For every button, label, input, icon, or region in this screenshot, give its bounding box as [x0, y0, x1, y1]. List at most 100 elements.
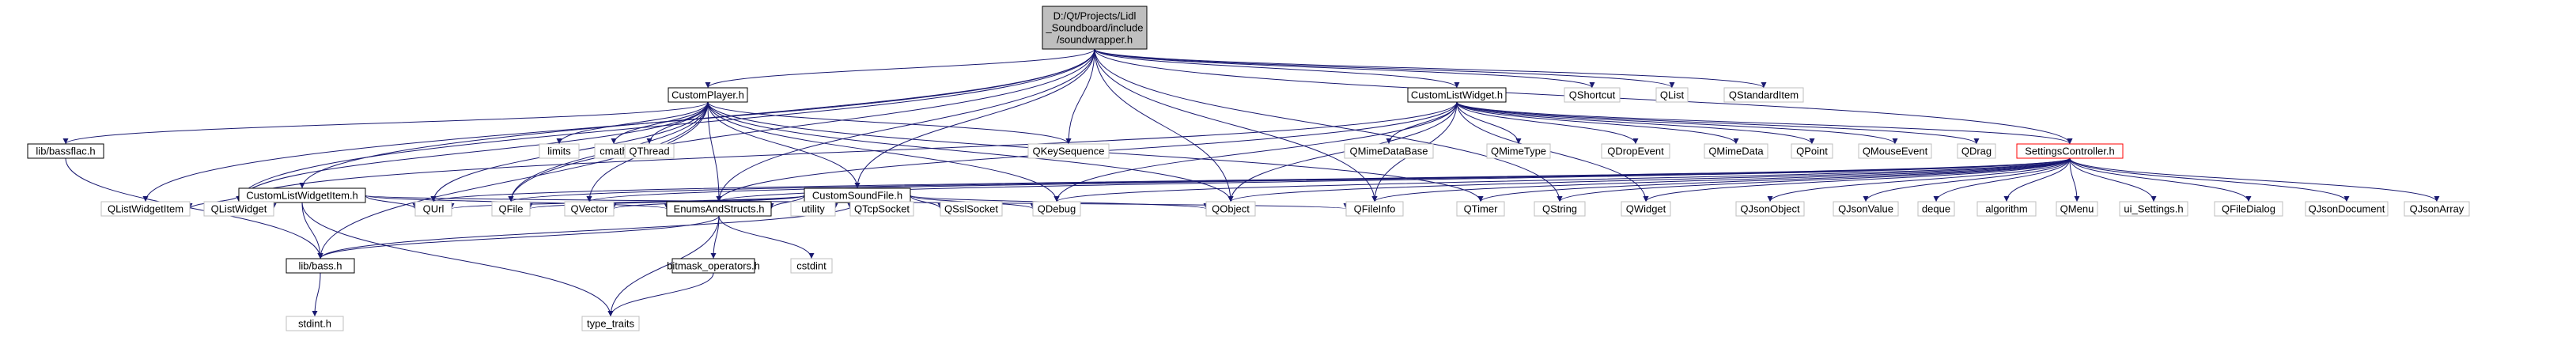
edge-root-to-qfile — [508, 48, 1095, 202]
edge-clw-to-qdropevent — [1456, 101, 1639, 145]
edge-settings-to-enums — [716, 157, 2071, 202]
node-box-qthread — [624, 143, 675, 159]
edge-settings-to-algorithm — [2003, 157, 2071, 202]
node-qstditem: QStandardItem — [1723, 87, 1804, 103]
node-box-qmimedata — [1704, 143, 1768, 159]
node-box-qmouseevent — [1858, 143, 1932, 159]
node-label-qjsonobject-0: QJsonObject — [1740, 203, 1800, 215]
node-box-uisettings — [2119, 201, 2188, 217]
node-box-qkeyseq — [1027, 143, 1110, 159]
node-clwi[interactable]: CustomListWidgetItem.h — [238, 187, 366, 203]
node-box-root — [1042, 6, 1148, 50]
node-deque: deque — [1917, 201, 1955, 217]
node-label-qstring-0: QString — [1542, 203, 1577, 215]
node-label-qmimetype-0: QMimeType — [1491, 146, 1546, 157]
edge-settings-to-qtimer — [1477, 157, 2071, 202]
node-qsslsocket: QSslSocket — [940, 201, 1003, 217]
node-qwidget: QWidget — [1621, 201, 1671, 217]
node-uisettings: ui_Settings.h — [2119, 201, 2188, 217]
edge-settings-to-qwidget — [1643, 157, 2071, 202]
node-root[interactable]: D:/Qt/Projects/Lidl_Soundboard/include/s… — [1042, 6, 1148, 50]
node-label-bass-0: lib/bass.h — [299, 260, 342, 272]
node-box-qlistwidget — [203, 201, 274, 217]
node-box-bassflac — [27, 143, 104, 159]
node-label-qdebug-0: QDebug — [1038, 203, 1076, 215]
edge-bassflac-to-bass — [65, 157, 323, 259]
node-cmath: cmath — [594, 143, 634, 159]
node-qlistwidgetitem: QListWidgetItem — [100, 201, 191, 217]
node-label-enums-0: EnumsAndStructs.h — [674, 203, 765, 215]
node-box-qwidget — [1621, 201, 1671, 217]
node-box-qtimer — [1456, 201, 1505, 217]
node-label-qlistwidgetitem-0: QListWidgetItem — [108, 203, 183, 215]
edge-settings-to-qurl — [431, 157, 2071, 202]
edge-settings-to-qjsondocument — [2069, 157, 2350, 202]
edge-player-to-limits — [556, 101, 709, 145]
node-typetraits: type_traits — [581, 316, 640, 331]
edge-clwi-to-bass — [301, 202, 323, 259]
edge-clw-to-qdrag — [1456, 101, 1980, 145]
node-box-qshortcut — [1564, 87, 1621, 103]
edge-settings-to-qvector — [586, 157, 2071, 202]
node-qdrag: QDrag — [1957, 143, 1996, 159]
node-enums[interactable]: EnumsAndStructs.h — [666, 201, 772, 217]
node-label-qvector-0: QVector — [571, 203, 609, 215]
node-bassflac[interactable]: lib/bassflac.h — [27, 143, 104, 159]
node-box-qmimedatabase — [1344, 143, 1434, 159]
node-bitmask[interactable]: bitmask_operators.h — [667, 258, 760, 274]
node-clw[interactable]: CustomListWidget.h — [1407, 87, 1507, 103]
node-box-qfileinfo — [1345, 201, 1404, 217]
edge-settings-to-uisettings — [2069, 157, 2157, 202]
edge-player-to-enums — [707, 101, 722, 202]
node-label-bitmask-0: bitmask_operators.h — [667, 260, 760, 272]
node-qmouseevent: QMouseEvent — [1858, 143, 1932, 159]
node-label-qobject-0: QObject — [1212, 203, 1250, 215]
node-label-qlistwidget-0: QListWidget — [211, 203, 267, 215]
node-csf[interactable]: CustomSoundFile.h — [804, 187, 911, 203]
edge-enums-to-typetraits — [607, 215, 720, 317]
edge-root-to-qlist — [1094, 48, 1675, 89]
node-box-qdebug — [1032, 201, 1081, 217]
node-label-qtcpsocket-0: QTcpSocket — [854, 203, 910, 215]
node-qfileinfo: QFileInfo — [1345, 201, 1404, 217]
node-label-qkeyseq-0: QKeySequence — [1032, 146, 1104, 157]
edge-clwi-to-typetraits — [301, 202, 614, 317]
node-player[interactable]: CustomPlayer.h — [668, 87, 748, 103]
edge-bass-to-stdinth — [312, 272, 321, 317]
node-qmimedatabase: QMimeDataBase — [1344, 143, 1434, 159]
node-qmimedata: QMimeData — [1704, 143, 1768, 159]
node-settings[interactable]: SettingsController.h — [2016, 143, 2124, 159]
node-bass[interactable]: lib/bass.h — [286, 258, 355, 274]
node-box-qjsonobject — [1735, 201, 1805, 217]
edge-root-to-qobject — [1094, 48, 1234, 202]
node-utility: utility — [790, 201, 836, 217]
node-cstdint: cstdint — [790, 258, 833, 274]
node-box-clw — [1407, 87, 1507, 103]
node-box-bitmask — [671, 258, 755, 274]
edge-settings-to-deque — [1933, 157, 2071, 202]
edge-settings-to-qstring — [1557, 157, 2071, 202]
edge-root-to-qkeyseq — [1065, 48, 1095, 145]
node-label-clw-0: CustomListWidget.h — [1411, 89, 1503, 101]
node-label-qjsonvalue-0: QJsonValue — [1838, 203, 1893, 215]
node-qpoint: QPoint — [1791, 143, 1833, 159]
node-qlistwidget: QListWidget — [203, 201, 274, 217]
node-box-qfiledialog — [2214, 201, 2283, 217]
edge-csf-to-enums — [768, 195, 805, 210]
node-qdropevent: QDropEvent — [1601, 143, 1670, 159]
edge-csf-to-qurl — [448, 195, 805, 210]
edge-root-to-qfileinfo — [1094, 48, 1378, 202]
node-box-qlistwidgetitem — [100, 201, 191, 217]
node-label-stdinth-0: stdint.h — [298, 318, 331, 330]
edge-settings-to-qjsonobject — [1767, 157, 2071, 202]
node-label-qmimedata-0: QMimeData — [1708, 146, 1764, 157]
node-qdebug: QDebug — [1032, 201, 1081, 217]
node-label-uisettings-0: ui_Settings.h — [2124, 203, 2183, 215]
node-label-algorithm-0: algorithm — [1985, 203, 2027, 215]
node-box-qjsonarray — [2404, 201, 2470, 217]
edge-player-to-qlistwidget — [236, 101, 709, 202]
node-label-qdropevent-0: QDropEvent — [1607, 146, 1664, 157]
node-box-qjsonvalue — [1833, 201, 1899, 217]
node-box-qmenu — [2056, 201, 2098, 217]
